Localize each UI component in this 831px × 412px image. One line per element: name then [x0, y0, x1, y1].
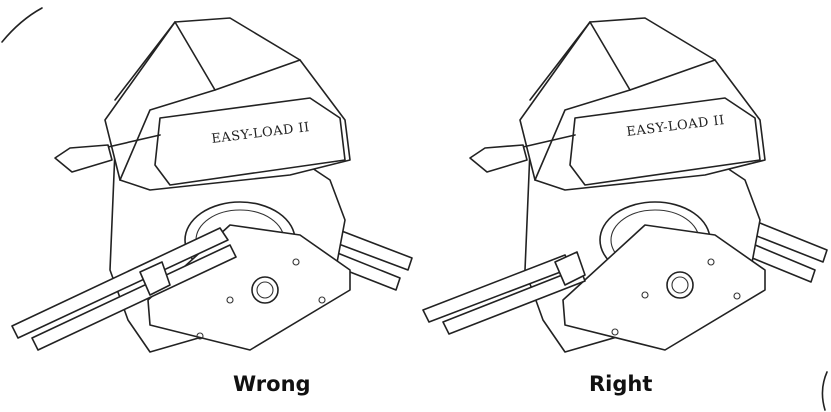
corner-stroke: [1, 7, 43, 43]
tube-lower-left: [442, 267, 586, 335]
front-plate: [562, 224, 766, 351]
edge-stroke: [821, 371, 828, 411]
caption-right: Right: [589, 372, 653, 396]
pump-wrong: EASY-LOAD II: [11, 17, 413, 353]
center-hole: [666, 271, 694, 299]
tube-clamp: [554, 251, 586, 286]
pump-right: EASY-LOAD II: [422, 17, 828, 353]
label-panel: [154, 97, 346, 186]
tube-clamp: [139, 261, 171, 296]
label-panel: [569, 97, 761, 186]
caption-wrong: Wrong: [233, 372, 311, 396]
lever-handle: [469, 144, 528, 173]
tube-upper-left: [11, 227, 229, 339]
front-plate: [147, 224, 351, 351]
lever-handle: [54, 144, 113, 173]
center-hole: [251, 276, 279, 304]
